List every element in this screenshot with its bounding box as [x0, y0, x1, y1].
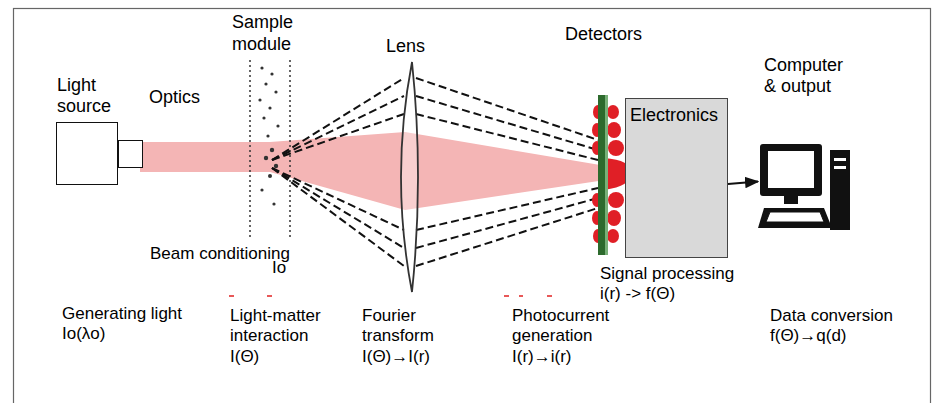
light-source-box: Light source [56, 122, 118, 185]
part-name: Lens [386, 36, 446, 58]
detector-array [605, 95, 608, 255]
node-label: Optics [149, 87, 229, 109]
detector-array [598, 95, 605, 255]
computer-icon: Computer & output [758, 142, 853, 237]
part-name: Detectors [565, 24, 665, 46]
optics-box: Optics [118, 140, 143, 168]
particles [258, 66, 279, 205]
node-label: Computer & output [764, 55, 856, 98]
stage-label: Generating light Io(λo) [62, 304, 197, 345]
frame [14, 9, 931, 403]
electronics-box: Electronics [625, 98, 728, 258]
stage-label: Photocurrent generation I(r)→i(r) [512, 306, 630, 367]
fourier-lens [401, 62, 418, 292]
computer-drawing [758, 142, 853, 237]
laser-beam [140, 132, 612, 210]
stage-label: Data conversion f(Θ)→q(d) [770, 306, 915, 347]
tick-marks [229, 295, 552, 297]
signal-name: Io [272, 258, 302, 278]
scattered-rays [272, 78, 598, 266]
sample-cell-wall [249, 60, 251, 238]
stage-label: Light-matter interaction I(Θ) [230, 306, 342, 367]
node-label: Light source [57, 75, 121, 118]
stage-label: Signal processing i(r) -> f(Θ) [600, 264, 750, 305]
signal-arrow [728, 182, 758, 185]
sample-cell-wall [289, 60, 291, 238]
node-label: Electronics [626, 99, 722, 127]
part-name: Sample module [232, 12, 306, 55]
stage-label: Fourier transform I(Θ)→I(r) [362, 306, 466, 367]
